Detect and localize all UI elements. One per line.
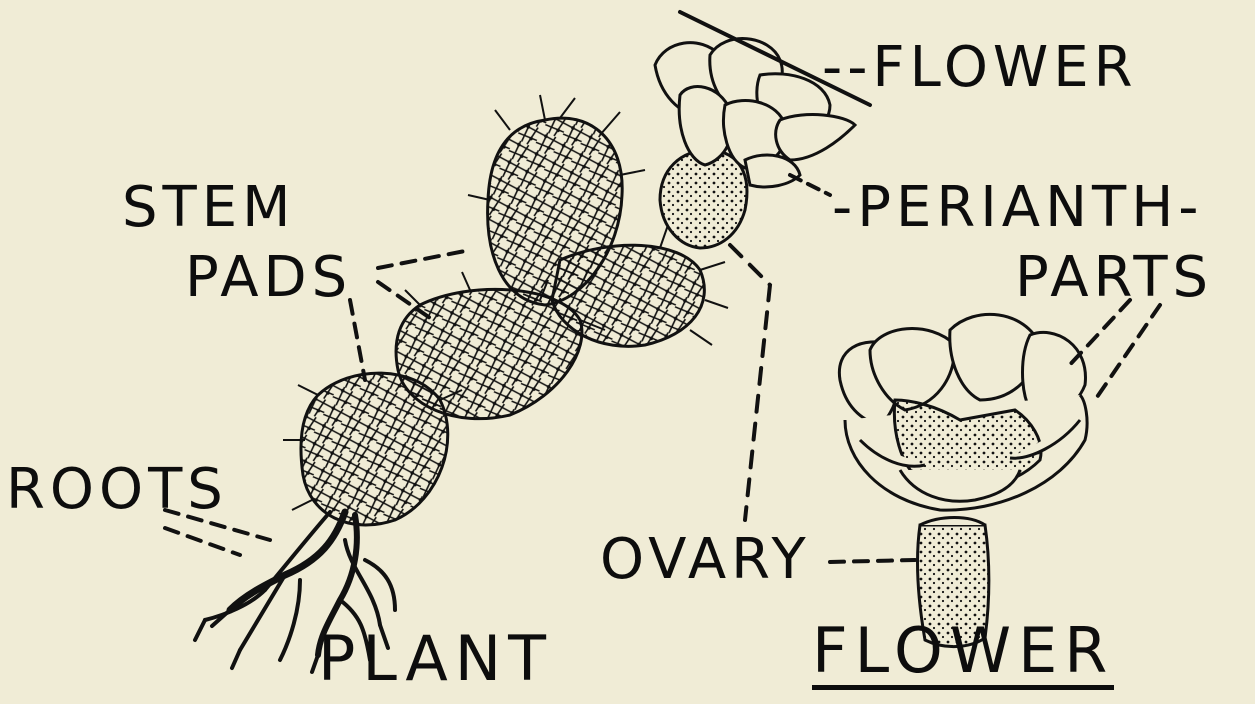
ovary-leader-upper <box>730 245 770 520</box>
flower-detail-drawing <box>839 314 1087 646</box>
label-perianth: -PERIANTH- <box>832 180 1204 236</box>
label-pads: PADS <box>185 250 352 306</box>
label-flower: --FLOWER <box>822 40 1138 96</box>
parts-leader-b <box>1095 305 1160 400</box>
title-plant: PLANT <box>318 628 553 690</box>
stem-pads-leader-c <box>350 300 365 380</box>
parts-leader-a <box>1065 300 1130 370</box>
ovary-leader-lower <box>830 560 915 562</box>
roots-leader-b <box>165 528 240 555</box>
stem-pads-leader-b <box>378 282 430 318</box>
label-ovary: OVARY <box>600 532 811 588</box>
label-roots: ROOTS <box>6 462 228 518</box>
stem-pads-leader-a <box>378 250 470 268</box>
perianth-leader <box>790 175 830 195</box>
stem-pad-lower <box>301 373 448 525</box>
label-parts: PARTS <box>1015 250 1213 306</box>
title-flower: FLOWER <box>812 620 1114 690</box>
label-stem: STEM <box>122 180 295 236</box>
